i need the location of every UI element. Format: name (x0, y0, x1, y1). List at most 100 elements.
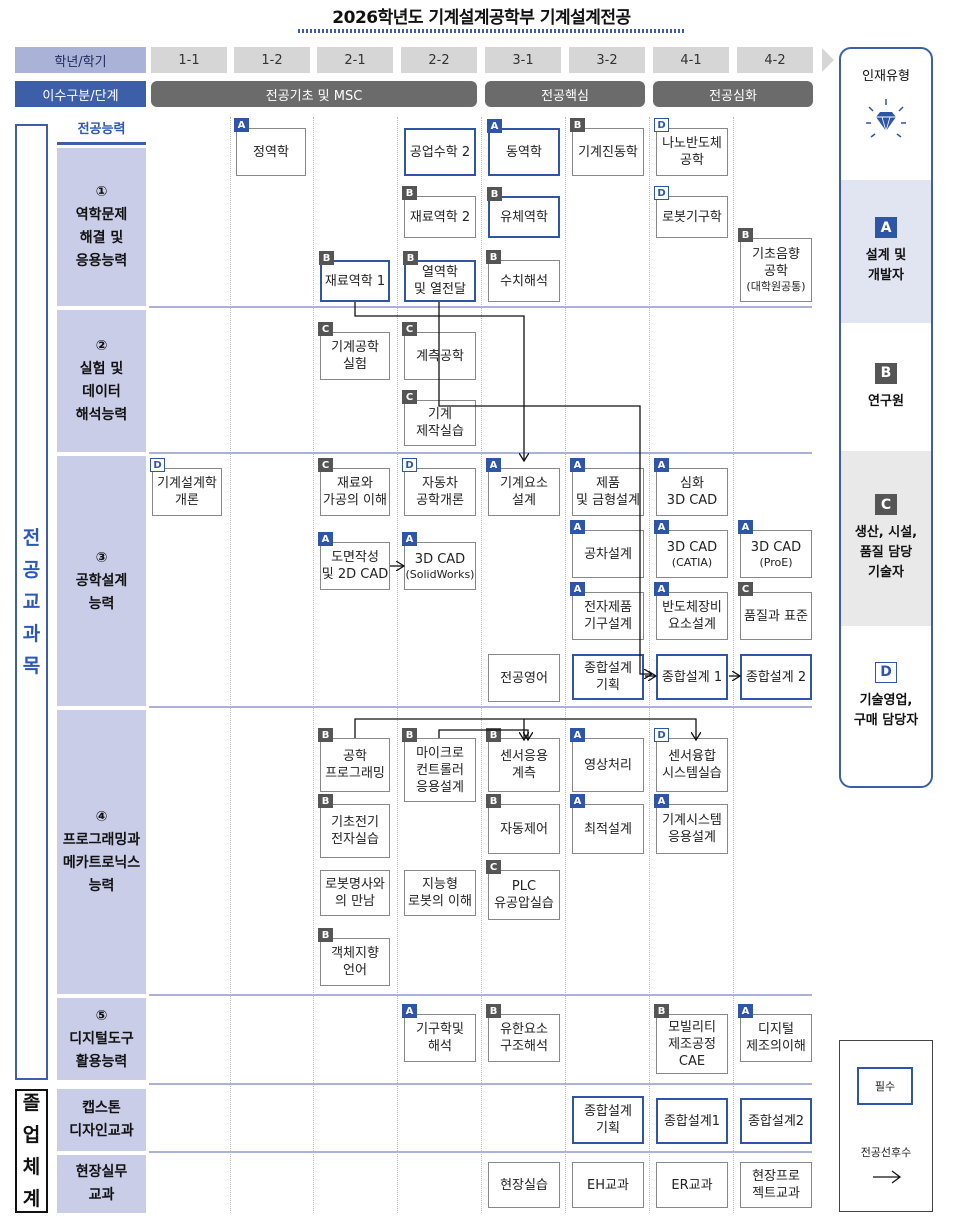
talent-badge-b: B (403, 251, 418, 265)
course-name: 현장실습 (500, 1177, 548, 1193)
stage-basic: 전공기초 및 MSC (151, 81, 477, 107)
course-box: 종합설계 기획 (572, 654, 644, 700)
semester-2-1: 2-1 (317, 47, 393, 73)
course-box: 3D CAD(ProE)A (738, 520, 812, 578)
talent-badge-c: C (486, 860, 501, 874)
course-name: 반도체장비 요소설계 (662, 600, 722, 632)
course-box: 종합설계1 (656, 1098, 728, 1144)
course-box: 전공영어 (488, 654, 560, 702)
talent-badge-b: B (487, 187, 502, 201)
course-name: 동역학 (506, 144, 542, 160)
course-box: 로봇명사와 의 만남 (320, 870, 390, 916)
course-name: 3D CAD (666, 539, 718, 555)
band-programming: ④ 프로그래밍과 메카트로닉스 능력 (57, 710, 146, 994)
course-name: 도면작성 및 2D CAD (321, 550, 389, 582)
talent-letter-a: A (875, 217, 897, 238)
talent-badge-a: A (570, 520, 585, 534)
talent-badge-a: A (654, 458, 669, 472)
course-name: 전자제품 기구설계 (584, 600, 632, 632)
talent-badge-c: C (318, 322, 333, 336)
talent-badge-a: A (738, 1004, 753, 1018)
talent-badge-a: A (654, 582, 669, 596)
course-name: 계측공학 (416, 348, 464, 364)
legend-arrow-icon (872, 1169, 902, 1188)
talent-badge-b: B (486, 728, 501, 742)
competency-header: 전공능력 (57, 117, 146, 145)
talent-badge-a: A (570, 728, 585, 742)
talent-badge-a: A (654, 520, 669, 534)
semester-4-1: 4-1 (653, 47, 729, 73)
semester-4-2: 4-2 (737, 47, 813, 73)
talent-badge-b: B (402, 186, 417, 200)
talent-badge-a: A (486, 458, 501, 472)
semester-1-1: 1-1 (151, 47, 227, 73)
course-name: 재료역학 1 (324, 273, 386, 289)
course-name: 공업수학 2 (409, 144, 471, 160)
course-name: 심화 3D CAD (666, 476, 718, 508)
course-name: 현장프로 젝트교과 (752, 1169, 800, 1201)
talent-type-header: 인재유형 (862, 69, 910, 84)
semester-1-2: 1-2 (234, 47, 310, 73)
talent-type-panel: 인재유형 A 설계 및 개발자 B 연구원 C 생산, 시설, 품질 담당 기술… (839, 47, 933, 788)
talent-badge-a: A (234, 118, 249, 132)
legend-required: 필수 (857, 1067, 913, 1105)
course-box: 심화 3D CAD A (654, 458, 728, 516)
course-name: 종합설계 기획 (584, 661, 632, 693)
talent-badge-a: A (402, 532, 417, 546)
stage-advanced: 전공심화 (653, 81, 813, 107)
course-box: 종합설계 1 (656, 654, 728, 700)
talent-badge-d: D (150, 458, 165, 472)
semester-3-1: 3-1 (485, 47, 561, 73)
course-name: 기계시스템 응용설계 (662, 813, 722, 845)
talent-badge-c: C (402, 322, 417, 336)
talent-letter-d: D (875, 661, 897, 683)
course-name: ER교과 (671, 1177, 713, 1193)
course-name: 자동차 공학개론 (416, 476, 464, 508)
diamond-icon (863, 97, 909, 143)
course-name: 열역학 및 열전달 (414, 265, 466, 297)
course-box: ER교과 (656, 1162, 728, 1208)
course-subtitle: (ProE) (759, 555, 793, 569)
course-name: 나노반도체 공학 (662, 136, 722, 168)
legend-box: 필수 전공선후수 (839, 1040, 933, 1212)
talent-badge-d: D (654, 728, 669, 742)
course-subtitle: (대학원공통) (746, 280, 806, 293)
talent-badge-b: B (654, 1004, 669, 1018)
course-box: 기초음향 공학(대학원공통)B (738, 228, 812, 302)
talent-letter-c: C (875, 494, 897, 515)
stage-header-label: 이수구분/단계 (15, 81, 146, 107)
course-name: 기계진동학 (578, 144, 638, 160)
talent-badge-c: C (318, 458, 333, 472)
course-subtitle: (SolidWorks) (405, 567, 475, 581)
course-name: 최적설계 (584, 821, 632, 837)
course-box: 종합설계 2 (740, 654, 812, 700)
course-name: 기구학및 해석 (416, 1022, 464, 1054)
course-name: 종합설계 기획 (584, 1104, 632, 1136)
talent-badge-b: B (318, 794, 333, 808)
band-mechanics: ① 역학문제 해결 및 응용능력 (57, 148, 146, 306)
course-box: 반도체장비 요소설계 A (654, 582, 728, 640)
arrow-programming-to-sensors (354, 718, 696, 740)
talent-label-a: 설계 및 개발자 (865, 248, 907, 283)
